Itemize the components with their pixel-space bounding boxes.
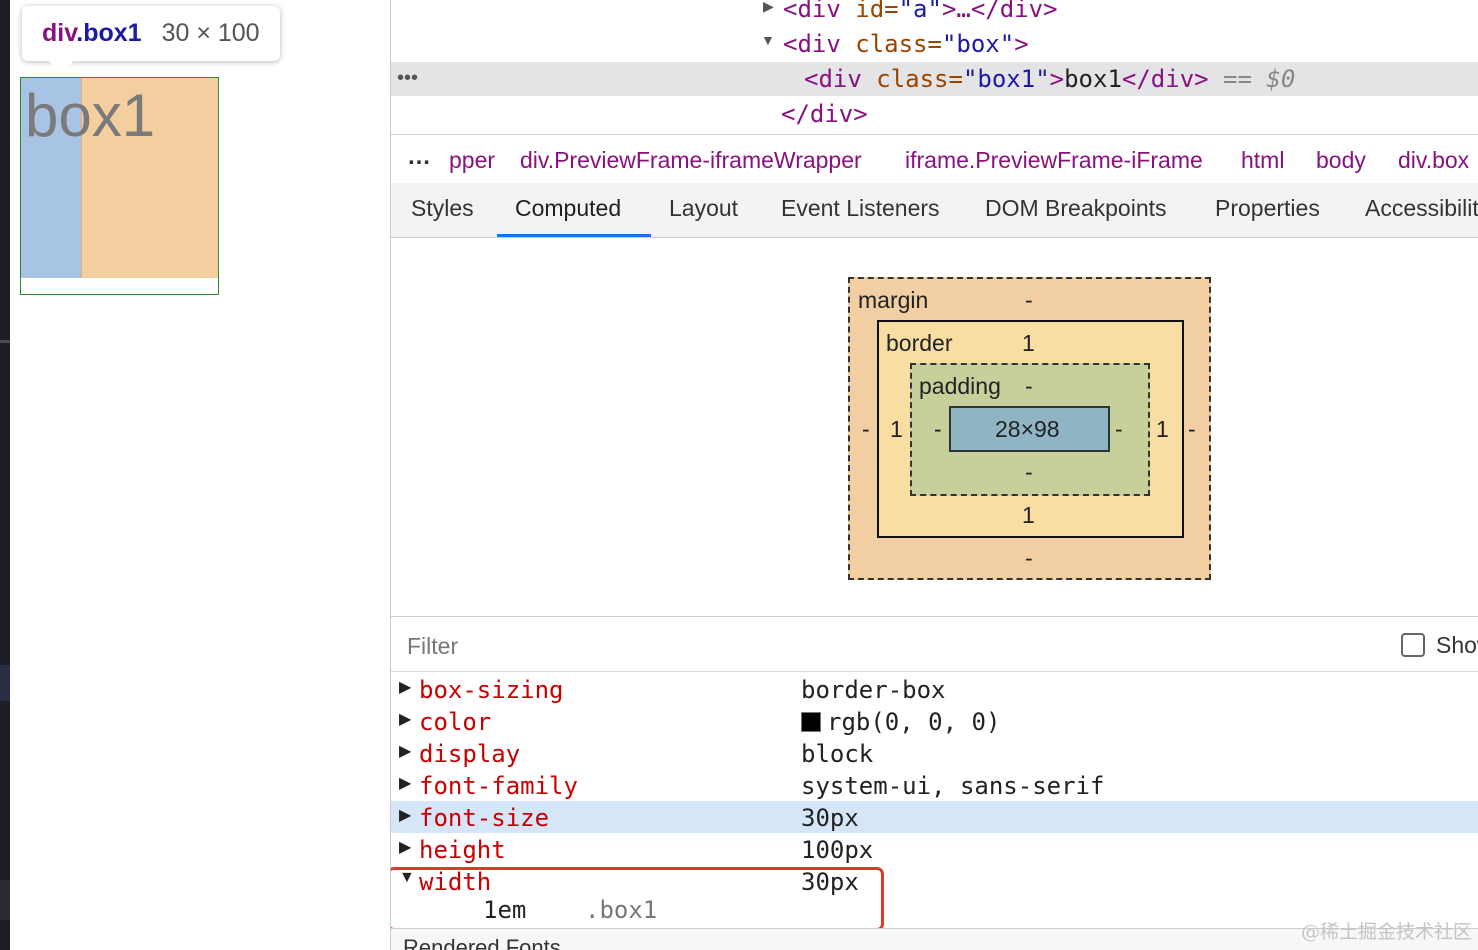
margin-label: margin	[858, 287, 929, 313]
page-preview: div.box1 30 × 100 box1	[10, 0, 390, 950]
box-content: box1	[21, 78, 218, 278]
margin-left-value[interactable]: -	[862, 416, 870, 442]
expand-triangle-icon[interactable]: ▶	[763, 0, 774, 14]
expand-triangle-icon[interactable]: ▶	[399, 775, 412, 792]
tab-accessibility[interactable]: Accessibility	[1365, 195, 1478, 221]
left-edge-strip	[0, 0, 10, 950]
rendered-fonts-heading: Rendered Fonts	[403, 935, 561, 950]
tab-dom-breakpoints[interactable]: DOM Breakpoints	[985, 195, 1167, 221]
edge-mark	[0, 665, 10, 701]
box-model-content[interactable]	[949, 406, 1110, 452]
edge-mark	[0, 880, 10, 920]
trace-value: 1em	[483, 896, 527, 924]
tab-properties[interactable]: Properties	[1215, 195, 1320, 221]
margin-top-value[interactable]: -	[1025, 287, 1033, 313]
dom-node-div-a[interactable]: <div id="a">…</div>	[783, 0, 1058, 23]
property-value: border-box	[801, 676, 946, 704]
tab-layout[interactable]: Layout	[669, 195, 739, 221]
border-left-value[interactable]: 1	[890, 416, 903, 442]
padding-bottom-value[interactable]: -	[1025, 459, 1033, 485]
border-top-value[interactable]: 1	[1022, 330, 1035, 356]
margin-right-value[interactable]: -	[1188, 416, 1196, 442]
computed-property-row[interactable]: ▶ height 100px	[391, 833, 1478, 865]
expand-triangle-icon[interactable]: ▶	[399, 839, 412, 856]
property-value: 30px	[801, 804, 859, 832]
trace-selector-link[interactable]: .box1	[585, 896, 658, 924]
content-size-value[interactable]: 28×98	[995, 416, 1060, 442]
tab-styles[interactable]: Styles	[411, 195, 474, 221]
active-tab-indicator	[497, 234, 651, 237]
property-name: color	[419, 708, 492, 736]
margin-bottom-value[interactable]: -	[1025, 545, 1033, 571]
expand-triangle-icon[interactable]: ▶	[399, 679, 412, 696]
property-trace-row[interactable]: 1em .box1	[391, 895, 1478, 925]
expand-triangle-icon[interactable]: ▶	[399, 807, 412, 824]
box-container[interactable]: box1	[20, 77, 219, 295]
property-name: height	[419, 836, 506, 864]
border-bottom-value[interactable]: 1	[1022, 502, 1035, 528]
collapse-triangle-icon[interactable]: ▼	[761, 32, 775, 48]
element-inspect-tooltip: div.box1 30 × 100	[22, 6, 280, 61]
dom-more-icon[interactable]: •••	[397, 67, 419, 89]
box1-text: box1	[25, 82, 156, 149]
property-name: font-family	[419, 772, 578, 800]
dom-selected-row[interactable]	[391, 62, 1478, 96]
color-swatch-icon[interactable]	[801, 712, 821, 732]
tab-computed[interactable]: Computed	[515, 195, 622, 221]
property-value: block	[801, 740, 874, 768]
computed-property-row[interactable]: ▶ font-size 30px	[391, 801, 1478, 833]
collapse-triangle-icon[interactable]: ▼	[399, 869, 415, 886]
computed-property-row[interactable]: ▶ font-family system-ui, sans-serif	[391, 769, 1478, 801]
breadcrumb-item[interactable]: div.box	[1398, 147, 1470, 173]
padding-right-value[interactable]: -	[1115, 416, 1123, 442]
computed-property-row[interactable]: ▶ box-sizing border-box	[391, 673, 1478, 705]
edge-mark	[0, 340, 10, 343]
sidebar-tabs: Styles Computed Layout Event Listeners D…	[391, 183, 1478, 238]
show-all-checkbox[interactable]	[1401, 633, 1425, 657]
annotation-highlight-box	[391, 867, 884, 931]
breadcrumb-item[interactable]: pper	[449, 147, 496, 173]
computed-property-row[interactable]: ▶ color rgb(0, 0, 0)	[391, 705, 1478, 737]
padding-left-value[interactable]: -	[934, 416, 942, 442]
breadcrumb-item[interactable]: div.PreviewFrame-iframeWrapper	[520, 147, 862, 173]
filter-bar: Filter Show all	[391, 616, 1478, 672]
tooltip-arrow	[48, 60, 74, 75]
breadcrumb-item[interactable]: body	[1316, 147, 1366, 173]
dom-node-div-box1[interactable]: <div class="box1">box1</div> == $0	[804, 65, 1296, 93]
property-name: font-size	[419, 804, 550, 832]
border-right-value[interactable]: 1	[1156, 416, 1169, 442]
property-value: rgb(0, 0, 0)	[801, 707, 1000, 737]
filter-input[interactable]: Filter	[407, 633, 459, 659]
breadcrumb: … pper div.PreviewFrame-iframeWrapper if…	[391, 134, 1478, 184]
border-label: border	[886, 330, 953, 356]
dom-node-close-div[interactable]: </div>	[781, 100, 868, 128]
property-name: display	[419, 740, 521, 768]
expand-triangle-icon[interactable]: ▶	[399, 743, 412, 760]
property-name: box-sizing	[419, 676, 564, 704]
box1-highlight[interactable]	[21, 78, 82, 278]
property-value: system-ui, sans-serif	[801, 772, 1105, 800]
padding-label: padding	[919, 373, 1001, 399]
watermark: @稀土掘金技术社区	[1300, 921, 1472, 943]
property-name: width	[419, 868, 492, 896]
property-value: 30px	[801, 868, 859, 896]
breadcrumb-item[interactable]: html	[1241, 147, 1285, 173]
breadcrumb-item[interactable]: iframe.PreviewFrame-iFrame	[905, 147, 1203, 173]
devtools-panel: ••• ▶ <div id="a">…</div> ▼ <div class="…	[390, 0, 1478, 950]
rendered-fonts-section[interactable]: Rendered Fonts	[391, 928, 1478, 950]
dom-node-div-box[interactable]: <div class="box">	[783, 30, 1029, 58]
computed-property-row[interactable]: ▶ display block	[391, 737, 1478, 769]
property-value: 100px	[801, 836, 874, 864]
tooltip-selector: div.box1	[42, 19, 142, 47]
tooltip-dimensions: 30 × 100	[161, 19, 260, 47]
show-all-label: Show all	[1436, 632, 1478, 658]
computed-property-row[interactable]: ▼ width 30px	[391, 865, 1478, 897]
tab-event-listeners[interactable]: Event Listeners	[781, 195, 940, 221]
padding-top-value[interactable]: -	[1025, 373, 1033, 399]
expand-triangle-icon[interactable]: ▶	[399, 711, 412, 728]
breadcrumb-more-icon[interactable]: …	[407, 143, 431, 170]
